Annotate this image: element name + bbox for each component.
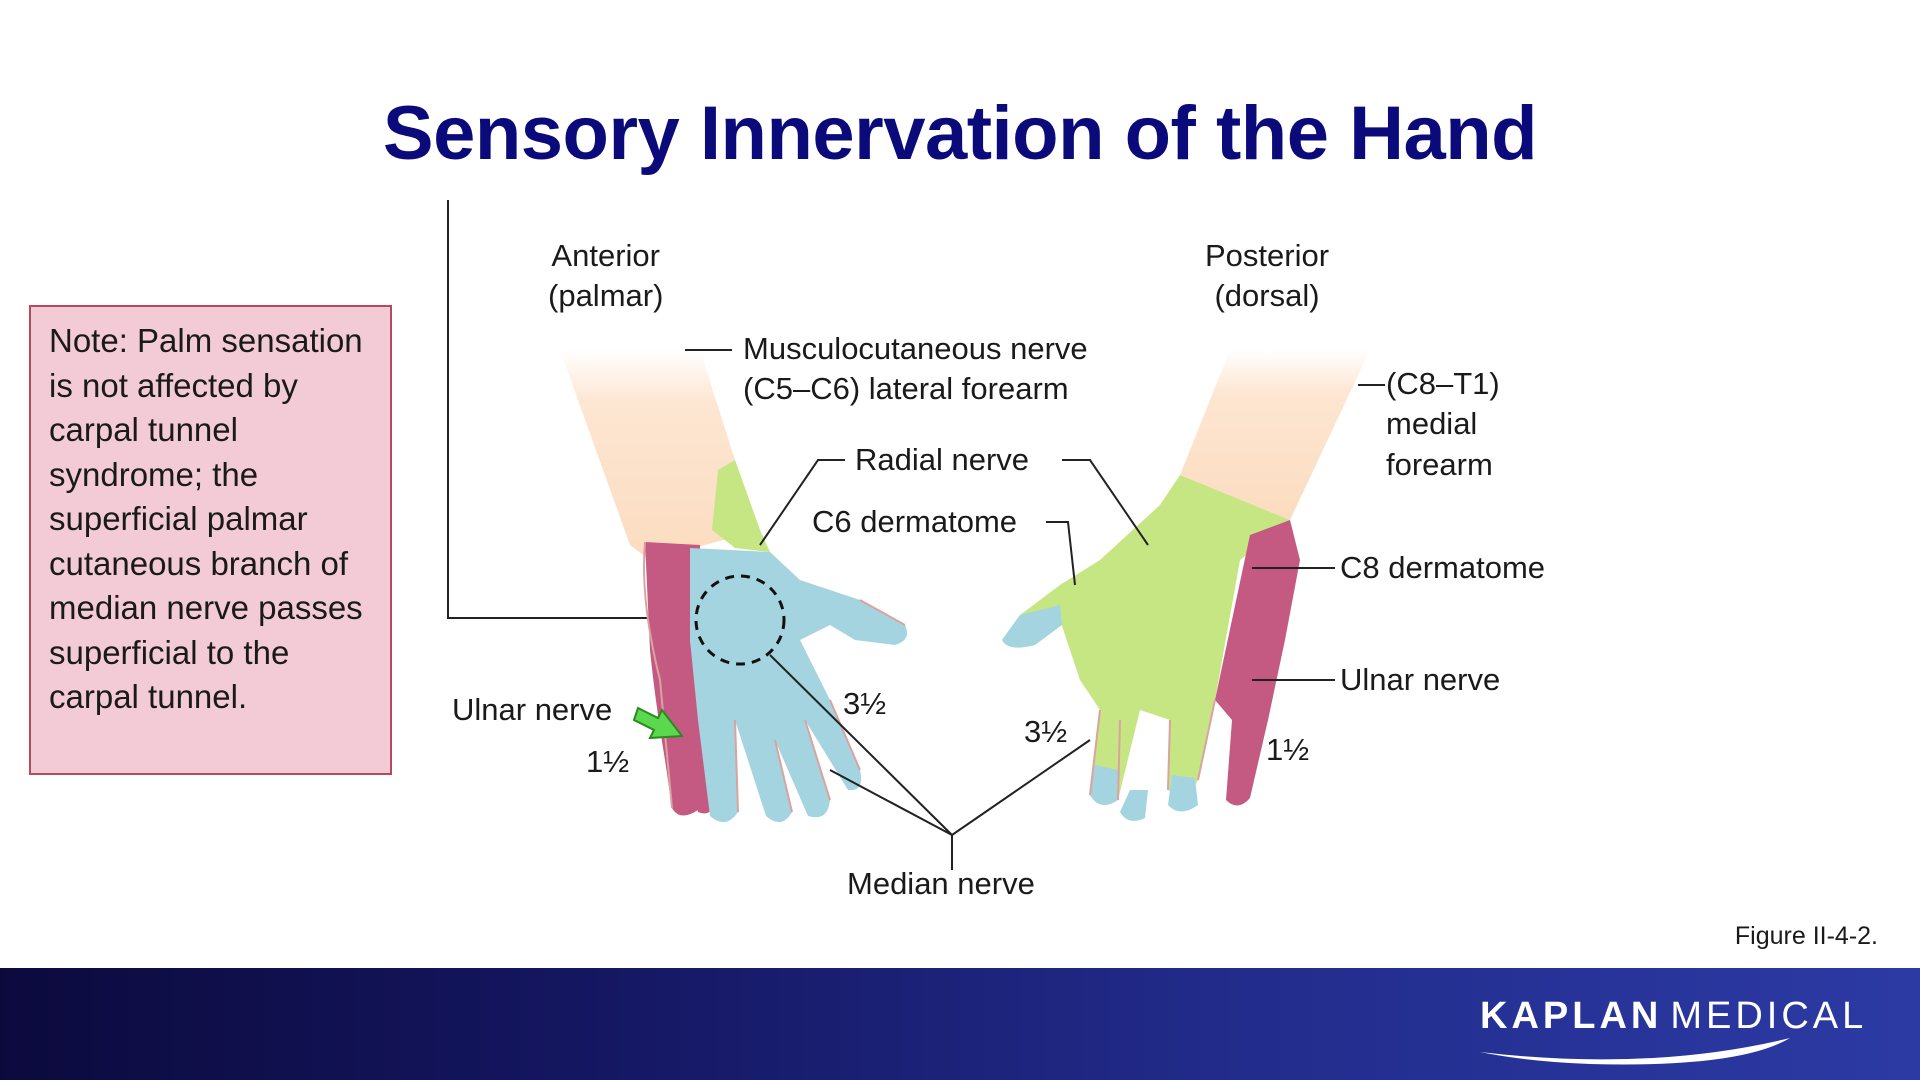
- c8t1-line3: forearm: [1386, 446, 1493, 482]
- posterior-ulnar-region: [1215, 520, 1300, 806]
- ulnar-nerve-left-label: Ulnar nerve: [452, 692, 613, 727]
- palm-dashed-circle: [694, 574, 786, 666]
- posterior-median-tip-3: [1168, 775, 1198, 812]
- c8t1-line2: medial: [1386, 406, 1478, 442]
- brand-suffix: MEDICAL: [1670, 995, 1868, 1037]
- leader-radial-right: [1062, 459, 1149, 546]
- three-and-half-left: 3½: [843, 686, 887, 721]
- figure-caption: Figure II-4-2.: [1734, 922, 1878, 950]
- posterior-median-tip-2: [1120, 790, 1148, 821]
- posterior-hand: [1002, 350, 1370, 821]
- posterior-median-tip-1: [1090, 765, 1118, 805]
- c8-dermatome-label: C8 dermatome: [1340, 550, 1546, 585]
- posterior-median-thumb: [1002, 605, 1062, 648]
- anterior-line1: Anterior: [551, 238, 660, 273]
- brand-name: KAPLAN: [1480, 995, 1663, 1037]
- leader-c6: [1046, 521, 1076, 586]
- palm-pointer-line: [447, 200, 720, 619]
- musculocutaneous-line1: Musculocutaneous nerve: [743, 331, 1088, 366]
- posterior-line1: Posterior: [1205, 238, 1330, 273]
- note-box: Note: Palm sensation is not affected by …: [29, 305, 392, 775]
- median-nerve-label: Median nerve: [847, 866, 1035, 901]
- anterior-ulnar-region: [645, 542, 715, 816]
- ulnar-nerve-right-label: Ulnar nerve: [1340, 662, 1501, 697]
- ulnar-arrow-icon: [632, 706, 684, 740]
- anterior-hand: [560, 350, 908, 823]
- posterior-label: Posterior (dorsal): [1205, 236, 1329, 317]
- leader-radial: [759, 459, 845, 546]
- one-and-half-left: 1½: [586, 744, 630, 779]
- three-and-half-right: 3½: [1024, 714, 1068, 749]
- anterior-radial-region: [712, 460, 770, 552]
- anterior-label: Anterior (palmar): [548, 236, 663, 317]
- c8t1-line1: (C8–T1): [1386, 366, 1500, 401]
- musculocutaneous-label: Musculocutaneous nerve (C5–C6) lateral f…: [743, 329, 1088, 410]
- anterior-forearm: [560, 350, 760, 560]
- leader-lines: [685, 349, 1385, 870]
- leader-median-1: [769, 654, 953, 836]
- one-and-half-right: 1½: [1266, 732, 1310, 767]
- c6-dermatome-label: C6 dermatome: [812, 504, 1018, 539]
- radial-nerve-label: Radial nerve: [855, 442, 1030, 477]
- c8t1-label: (C8–T1) medial forearm: [1386, 364, 1500, 485]
- slide-title: Sensory Innervation of the Hand: [382, 91, 1538, 176]
- logo-swoosh-icon: [1480, 1038, 1790, 1065]
- musculocutaneous-line2: (C5–C6) lateral forearm: [743, 371, 1069, 407]
- leader-median-3: [951, 739, 1091, 836]
- posterior-forearm: [1180, 350, 1370, 520]
- anterior-line2: (palmar): [548, 278, 664, 314]
- posterior-line2: (dorsal): [1214, 278, 1320, 314]
- posterior-radial-region: [1002, 475, 1290, 805]
- leader-median-2: [829, 769, 953, 836]
